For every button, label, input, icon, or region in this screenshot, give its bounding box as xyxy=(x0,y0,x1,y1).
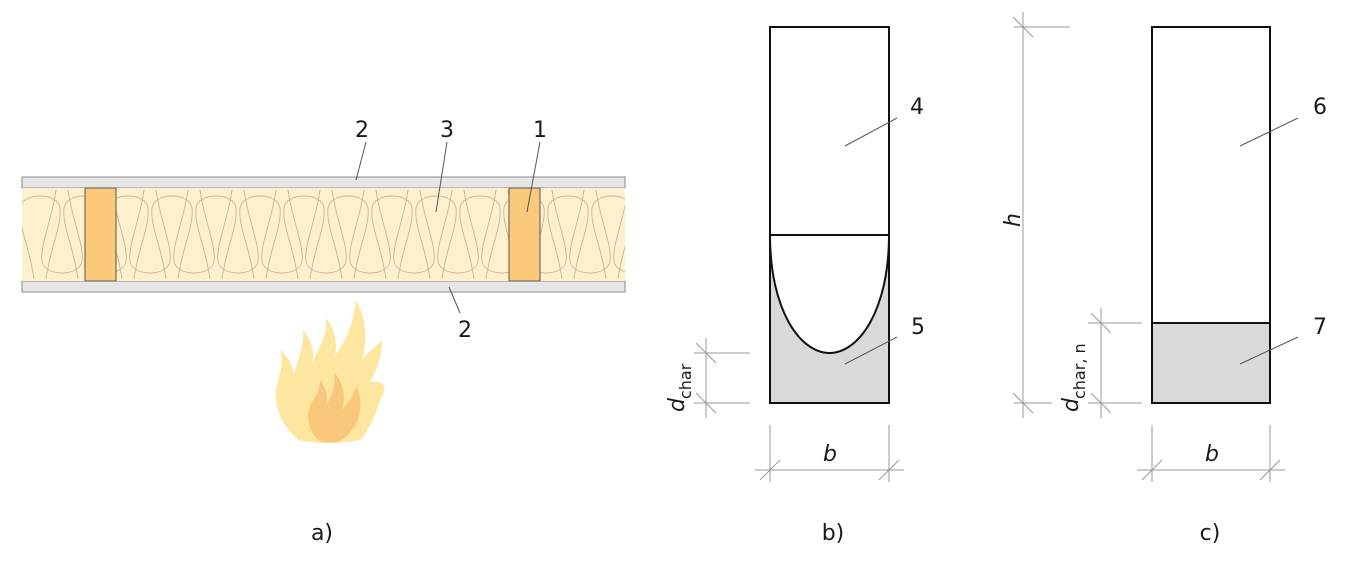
char-layer-c xyxy=(1152,323,1270,403)
insulation-lobe xyxy=(151,195,193,280)
leader-board-top xyxy=(355,141,367,181)
insulation-lobe xyxy=(261,189,303,274)
dim-label-b-char-main: d xyxy=(665,397,690,412)
insulation-lobe xyxy=(349,189,391,274)
insulation-lobe xyxy=(437,189,479,274)
leader-stud xyxy=(526,141,541,213)
dim-tick-c-right xyxy=(1259,459,1281,481)
dim-tick-c-h-bot xyxy=(1012,392,1034,414)
leader-board-bottom xyxy=(448,286,461,314)
leader-char-b xyxy=(844,336,898,365)
insulation-lobe xyxy=(459,195,501,280)
label-board-top: 2 xyxy=(355,118,369,143)
caption-a: a) xyxy=(311,521,333,546)
dim-tick-b-char-bot xyxy=(695,392,717,414)
leader-insulation xyxy=(435,141,448,213)
insulation-lobe xyxy=(283,195,325,280)
dim-label-b-char: d char xyxy=(665,363,695,412)
dim-tick-b-char-top xyxy=(695,342,717,364)
insulation-lobe xyxy=(129,189,171,274)
residual-section-b xyxy=(768,234,891,355)
top-board xyxy=(21,176,626,189)
panel-b: 4 5 b d char b) xyxy=(665,26,925,546)
label-residual-b: 4 xyxy=(910,95,924,120)
dim-label-c-char-sub: char, n xyxy=(1070,343,1089,399)
insulation-lobe xyxy=(371,195,413,280)
bottom-board xyxy=(21,280,626,293)
leader-char-c xyxy=(1239,336,1299,365)
flame-icon xyxy=(275,300,385,443)
insulation-lobe xyxy=(547,195,589,280)
panel-a: 2 3 1 2 a) xyxy=(21,118,626,546)
insulation-lobe xyxy=(239,195,281,280)
insulation-lobe xyxy=(569,189,611,274)
label-residual-c: 6 xyxy=(1313,95,1327,120)
leader-residual-b xyxy=(844,117,898,147)
label-stud: 1 xyxy=(533,118,547,143)
insulation-lobe xyxy=(613,204,625,273)
dim-tick-c-char-top xyxy=(1090,312,1112,334)
stud-right xyxy=(508,187,541,282)
label-board-bottom: 2 xyxy=(458,318,472,343)
stud-left xyxy=(84,187,117,282)
insulation-lobe xyxy=(22,195,61,280)
dim-tick-c-char-bot xyxy=(1090,392,1112,414)
label-char-b: 5 xyxy=(911,315,925,340)
insulation-lobe xyxy=(173,189,215,274)
insulation-lobe xyxy=(41,189,83,274)
dim-label-b-width: b xyxy=(823,442,837,467)
insulation-lobe xyxy=(393,189,435,274)
insulation-pattern xyxy=(22,189,625,280)
insulation-lobe xyxy=(415,195,457,280)
insulation-lobe xyxy=(305,189,347,274)
dim-label-c-width: b xyxy=(1205,442,1219,467)
caption-b: b) xyxy=(822,521,845,546)
caption-c: c) xyxy=(1200,521,1221,546)
label-insulation: 3 xyxy=(440,118,454,143)
section-outline-c xyxy=(1151,26,1271,404)
dim-label-c-height: h xyxy=(1001,213,1026,227)
dim-tick-c-left xyxy=(1141,459,1163,481)
dim-label-c-char: d char, n xyxy=(1059,343,1089,412)
dim-tick-b-right xyxy=(878,459,900,481)
insulation-lobe xyxy=(195,195,237,280)
dim-tick-c-h-top xyxy=(1012,16,1034,38)
section-outline-b xyxy=(769,26,890,404)
dim-label-b-char-sub: char xyxy=(676,363,695,399)
dim-label-c-char-main: d xyxy=(1059,397,1084,412)
insulation-lobe xyxy=(217,189,259,274)
panel-c: 6 7 b h d char, n c) xyxy=(1001,12,1327,546)
insulation-lobe xyxy=(327,195,369,280)
dim-tick-b-left xyxy=(759,459,781,481)
label-char-c: 7 xyxy=(1313,315,1327,340)
leader-residual-c xyxy=(1239,117,1299,147)
insulation-lobe xyxy=(591,195,625,280)
dim-label-c-height-text: h xyxy=(1001,213,1026,227)
